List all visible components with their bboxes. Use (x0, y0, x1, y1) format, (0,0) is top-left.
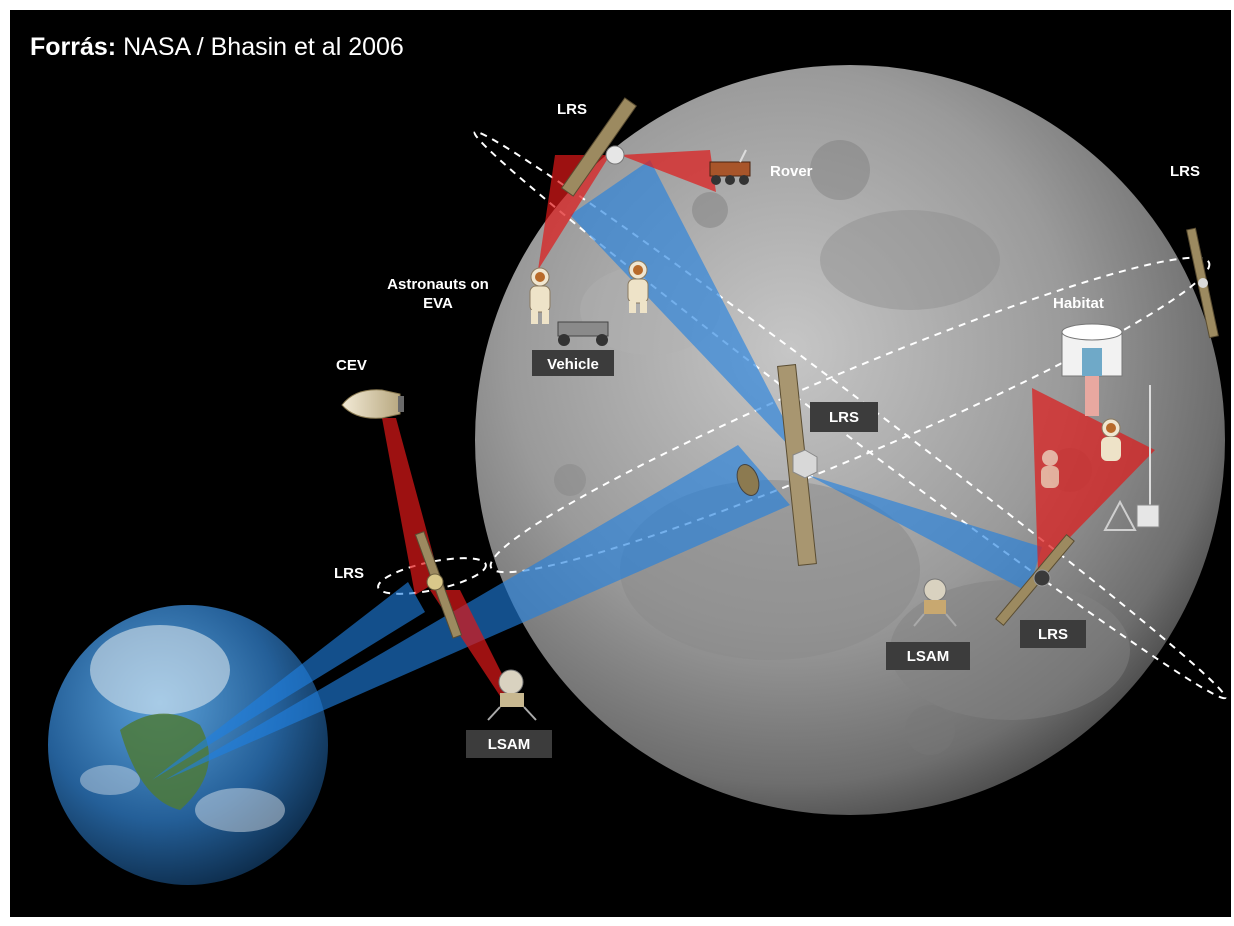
lrs-left-satellite (414, 530, 463, 639)
relay-dish (736, 464, 760, 496)
habitat (1061, 323, 1160, 531)
svg-text:Vehicle: Vehicle (547, 356, 599, 373)
lrs-top-satellite (561, 97, 637, 197)
source-prefix: Forrás: (30, 33, 117, 61)
svg-text:Habitat: Habitat (1053, 295, 1104, 312)
svg-text:LRS: LRS (1038, 626, 1068, 643)
cev-capsule (341, 389, 404, 419)
label-lrs-right: LRS (1170, 163, 1200, 180)
label-astronauts-on-eva: Astronauts on EVA (387, 276, 489, 312)
astronaut-habitat-1 (1101, 418, 1121, 461)
lrs-lower-right-satellite (995, 533, 1075, 627)
source-caption: Forrás: NASA / Bhasin et al 2006 (30, 32, 404, 62)
svg-text:LSAM: LSAM (907, 648, 950, 665)
label-lsam-right: LSAM (886, 642, 970, 670)
lsam-left-lander (487, 669, 537, 721)
svg-text:LRS: LRS (829, 409, 859, 426)
source-text: NASA / Bhasin et al 2006 (123, 33, 404, 61)
label-vehicle: Vehicle (532, 350, 614, 376)
lrs-center-satellite (777, 364, 818, 566)
label-lrs-lower-right: LRS (1020, 620, 1086, 648)
link-lrs-to-habitat (1032, 388, 1155, 570)
vehicle (557, 321, 609, 346)
label-lrs-top: LRS (557, 101, 587, 118)
equatorial-orbit (489, 256, 1211, 574)
blue-links (152, 160, 1042, 780)
label-habitat: Habitat (1053, 295, 1104, 312)
svg-text:EVA: EVA (423, 295, 453, 312)
label-lrs-center: LRS (810, 402, 878, 432)
svg-text:LRS: LRS (334, 565, 364, 582)
link-earth-to-lrs-left (152, 582, 425, 780)
label-lrs-left: LRS (334, 565, 364, 582)
rover (709, 149, 751, 185)
label-cev: CEV (336, 357, 367, 374)
svg-text:Rover: Rover (770, 163, 813, 180)
link-lrs-top-to-rover (620, 150, 716, 192)
link-lrs-top-to-center (570, 160, 805, 460)
svg-text:Astronauts on: Astronauts on (387, 276, 489, 293)
figure-frame: LRS Rover LRS Astronauts on EVA Habitat … (10, 10, 1231, 917)
svg-text:LRS: LRS (1170, 163, 1200, 180)
lunar-communication-diagram: LRS Rover LRS Astronauts on EVA Habitat … (48, 65, 1227, 885)
lrs-right-satellite (1186, 227, 1219, 339)
svg-text:LSAM: LSAM (488, 736, 531, 753)
astronaut-eva-2 (627, 260, 649, 313)
svg-text:LRS: LRS (557, 101, 587, 118)
link-earth-to-center (165, 445, 790, 780)
lsam-right-lander (913, 578, 957, 627)
label-lsam-left: LSAM (466, 730, 552, 758)
svg-text:CEV: CEV (336, 357, 367, 374)
earth (48, 605, 328, 885)
label-rover: Rover (770, 163, 813, 180)
astronaut-habitat-2 (1041, 450, 1059, 488)
link-lrs-top-to-astronauts (538, 155, 610, 270)
link-center-to-lrs-lower-right (808, 475, 1042, 592)
astronaut-eva-1 (529, 267, 551, 324)
